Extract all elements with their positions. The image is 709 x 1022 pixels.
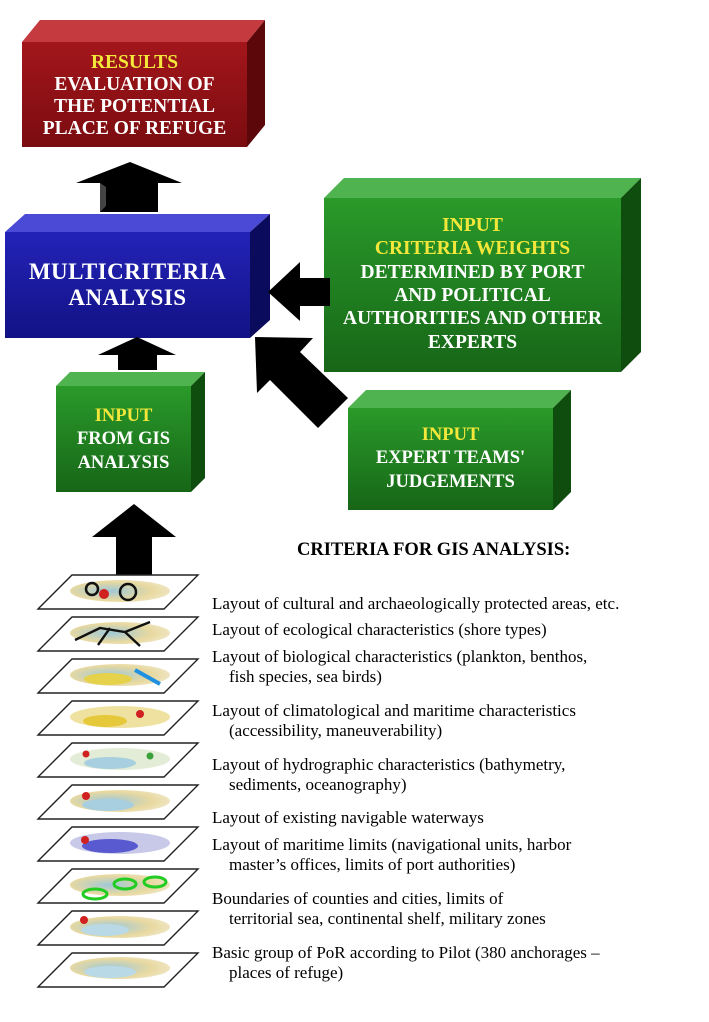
criteria-item-cont: master’s offices, limits of port authori…	[229, 855, 516, 875]
criteria-item: Layout of maritime limits (navigational …	[212, 835, 571, 876]
criteria-weights-box-text: INPUT CRITERIA WEIGHTS DETERMINED BY POR…	[324, 203, 621, 365]
expert-heading: INPUT	[421, 425, 480, 446]
weights-line: CRITERIA WEIGHTS	[374, 238, 571, 260]
expert-line: JUDGEMENTS	[386, 471, 515, 492]
criteria-item-line: Layout of climatological and maritime ch…	[212, 701, 576, 720]
criteria-item-line: Basic group of PoR according to Pilot (3…	[212, 943, 600, 962]
criteria-item-line: Layout of cultural and archaeologically …	[212, 594, 620, 613]
criteria-item: Boundaries of counties and cities, limit…	[212, 889, 546, 930]
expert-input-box	[348, 390, 571, 510]
criteria-item: Layout of existing navigable waterways	[212, 808, 484, 828]
criteria-item: Layout of hydrographic characteristics (…	[212, 755, 565, 796]
analysis-box-text: MULTICRITERIA ANALYSIS	[5, 232, 250, 338]
gis-line: FROM GIS	[76, 429, 170, 450]
results-box	[22, 20, 265, 147]
criteria-item: Basic group of PoR according to Pilot (3…	[212, 943, 600, 984]
map-layer-icon	[36, 574, 200, 610]
map-layer-icon	[36, 952, 200, 988]
criteria-item: Layout of biological characteristics (pl…	[212, 647, 587, 688]
up-arrow-icon	[92, 504, 176, 592]
gis-input-box-text: INPUT FROM GIS ANALYSIS	[56, 392, 191, 488]
up-arrow-icon	[76, 162, 182, 212]
criteria-item: Layout of cultural and archaeologically …	[212, 594, 619, 614]
map-layer-icon	[36, 826, 200, 862]
map-layer-icon	[36, 910, 200, 946]
criteria-item-line: Layout of existing navigable waterways	[212, 808, 484, 827]
gis-line: ANALYSIS	[77, 452, 170, 473]
results-line: PLACE OF REFUGE	[42, 118, 227, 140]
gis-layer-stack	[36, 574, 200, 988]
results-box-text: RESULTS EVALUATION OF THE POTENTIAL PLAC…	[22, 48, 247, 144]
results-line: EVALUATION OF	[54, 73, 215, 95]
criteria-item-line: Layout of maritime limits (navigational …	[212, 835, 572, 854]
weights-line: AUTHORITIES AND OTHER	[343, 308, 602, 330]
criteria-item-cont: places of refuge)	[229, 963, 344, 983]
weights-line: DETERMINED BY PORT	[360, 261, 585, 283]
map-layer-icon	[36, 658, 200, 694]
gis-heading: INPUT	[94, 406, 153, 427]
gis-input-box	[56, 372, 205, 492]
weights-heading: INPUT	[442, 214, 503, 236]
map-layer-icon	[36, 742, 200, 778]
criteria-item: Layout of ecological characteristics (sh…	[212, 620, 547, 640]
map-layer-icon	[36, 868, 200, 904]
criteria-title: CRITERIA FOR GIS ANALYSIS:	[297, 540, 571, 560]
criteria-item-cont: fish species, sea birds)	[229, 667, 382, 687]
analysis-line: ANALYSIS	[68, 285, 187, 310]
map-layer-icon	[36, 784, 200, 820]
criteria-item-cont: territorial sea, continental shelf, mili…	[229, 909, 546, 929]
results-heading: RESULTS	[90, 51, 179, 73]
criteria-item-cont: (accessibility, maneuverability)	[229, 721, 443, 741]
left-arrow-icon	[268, 262, 330, 321]
criteria-item-cont: sediments, oceanography)	[229, 775, 407, 795]
expert-line: EXPERT TEAMS'	[375, 448, 526, 469]
map-layer-icon	[36, 700, 200, 736]
results-line: THE POTENTIAL	[54, 96, 215, 117]
up-arrow-icon	[98, 337, 176, 370]
diagonal-arrow-icon	[255, 337, 348, 428]
criteria-item-line: Layout of ecological characteristics (sh…	[212, 620, 547, 639]
weights-line: AND POLITICAL	[394, 285, 551, 306]
criteria-item-line: Layout of biological characteristics (pl…	[212, 647, 588, 666]
analysis-line: MULTICRITERIA	[28, 258, 227, 284]
weights-line: EXPERTS	[427, 331, 518, 353]
criteria-item-line: Layout of hydrographic characteristics (…	[212, 755, 566, 774]
analysis-box	[5, 214, 270, 338]
expert-input-box-text: INPUT EXPERT TEAMS' JUDGEMENTS	[348, 412, 553, 506]
criteria-item-line: Boundaries of counties and cities, limit…	[212, 889, 504, 908]
criteria-item: Layout of climatological and maritime ch…	[212, 701, 576, 742]
criteria-weights-box	[324, 178, 641, 372]
map-layer-icon	[36, 616, 200, 652]
